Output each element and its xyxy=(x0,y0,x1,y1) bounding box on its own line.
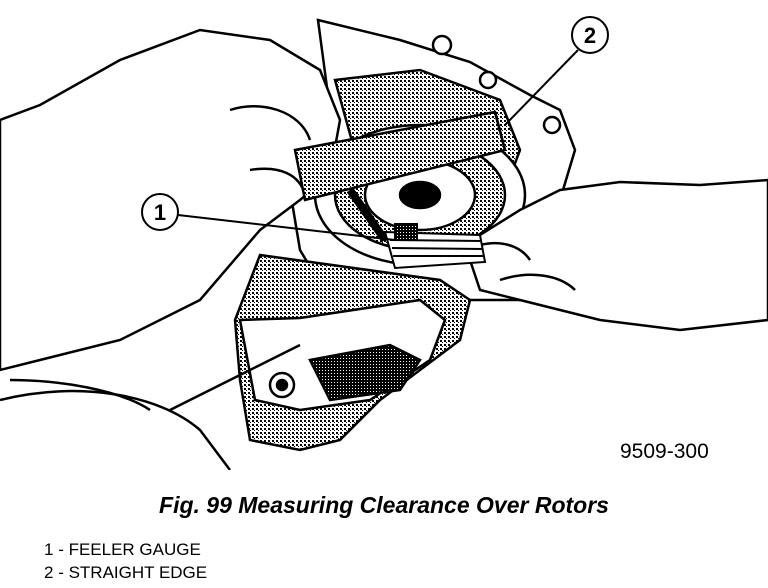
legend-item-separator: - xyxy=(53,540,69,559)
legend-item: 2 - STRAIGHT EDGE xyxy=(44,561,207,584)
straight-edge xyxy=(293,110,507,202)
callout-1-label: 1 xyxy=(154,200,166,225)
callout-2-label: 2 xyxy=(584,23,596,48)
technical-illustration: 1 2 xyxy=(0,16,768,470)
legend-item-text: FEELER GAUGE xyxy=(68,540,201,559)
callout-1: 1 xyxy=(141,193,396,241)
legend-item-text: STRAIGHT EDGE xyxy=(68,563,208,582)
feeler-gauge xyxy=(383,223,487,270)
legend-item-number: 2 xyxy=(44,563,54,582)
lower-casting xyxy=(233,253,472,452)
legend-item-number: 1 xyxy=(44,540,54,559)
legend-item-separator: - xyxy=(53,563,69,582)
callout-2: 2 xyxy=(504,16,609,126)
figure-caption: Fig. 99 Measuring Clearance Over Rotors xyxy=(159,492,609,518)
legend-item: 1 - FEELER GAUGE xyxy=(44,538,207,561)
arm-outline xyxy=(0,343,301,470)
legend: 1 - FEELER GAUGE 2 - STRAIGHT EDGE xyxy=(44,538,207,584)
figure-number: 9509-300 xyxy=(620,440,709,463)
